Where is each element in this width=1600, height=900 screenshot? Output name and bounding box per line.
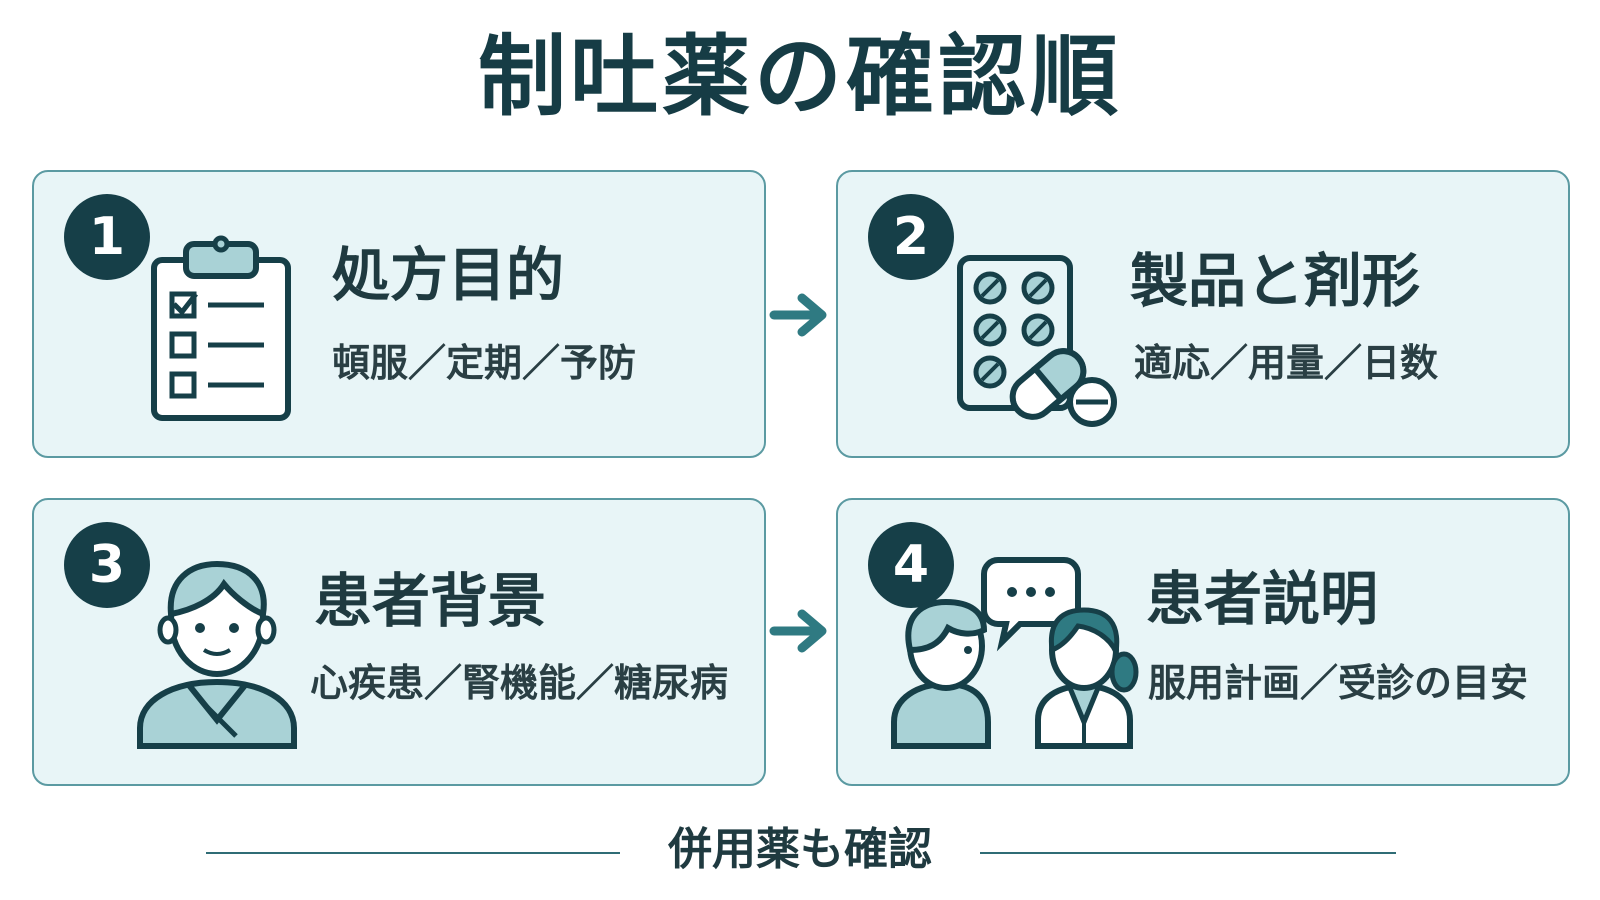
step-card-4: 4 患者説明 服用計画／受診の目安 [836, 498, 1570, 786]
step-number-badge: 3 [64, 522, 150, 608]
arrow-right-icon [769, 293, 827, 337]
step-subtitle: 心疾患／腎機能／糖尿病 [310, 661, 729, 705]
arrow-right-icon [769, 609, 827, 653]
step-title: 処方目的 [332, 241, 565, 309]
clipboard-checklist-icon [151, 235, 291, 421]
step-title: 製品と剤形 [1130, 247, 1421, 315]
step-card-3: 3 患者背景 心疾患／腎機能／糖尿病 [32, 498, 766, 786]
step-subtitle: 頓服／定期／予防 [332, 341, 637, 385]
step-number-badge: 1 [64, 194, 150, 280]
step-subtitle: 服用計画／受診の目安 [1148, 661, 1529, 705]
step-subtitle: 適応／用量／日数 [1134, 341, 1439, 385]
footer-divider-left [206, 852, 620, 854]
step-number-badge: 4 [868, 522, 954, 608]
step-title: 患者説明 [1146, 565, 1379, 633]
patient-icon [137, 560, 297, 749]
consultation-icon [891, 557, 1139, 749]
footer-divider-right [980, 852, 1396, 854]
pills-blister-icon [957, 255, 1117, 427]
page-title: 制吐薬の確認順 [477, 25, 1122, 128]
step-title: 患者背景 [314, 567, 547, 635]
step-card-1: 1 処方目的 頓服／定期／予防 [32, 170, 766, 458]
step-number-badge: 2 [868, 194, 954, 280]
step-card-2: 2 製品と剤形 適応／用量／日数 [836, 170, 1570, 458]
footer-note: 併用薬も確認 [668, 824, 932, 875]
